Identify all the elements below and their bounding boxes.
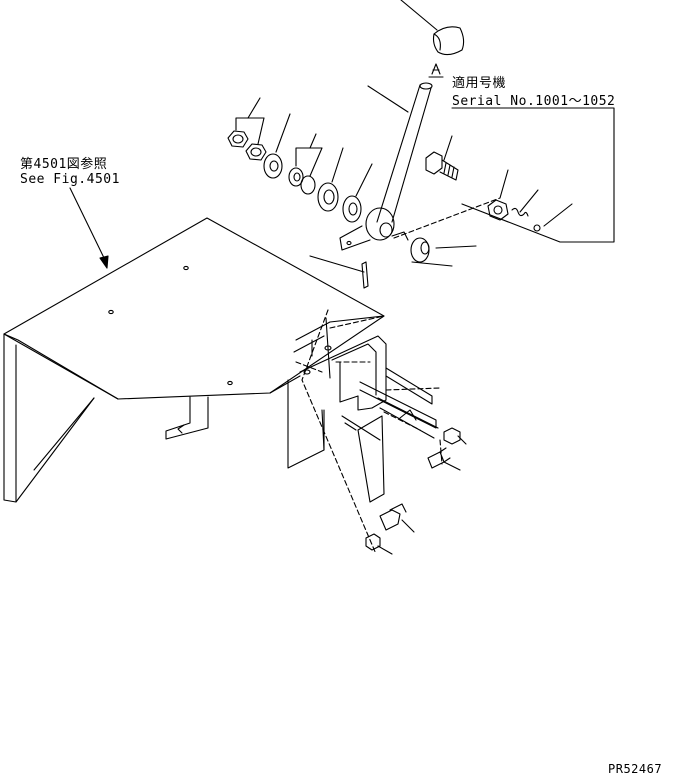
nut-spring-pin	[488, 200, 540, 231]
link-rods	[342, 368, 438, 440]
mounting-foot	[166, 397, 208, 439]
hardware-stack	[228, 131, 361, 222]
serial-bracket	[452, 108, 614, 242]
knob-icon	[401, 0, 464, 55]
serial-label-jp: 適用号機	[452, 76, 507, 91]
drawing-code: PR52467	[608, 762, 663, 776]
reference-label-en: See Fig.4501	[20, 172, 120, 187]
center-lines	[296, 198, 500, 554]
bolt-upper	[426, 152, 458, 180]
lever-stick	[340, 64, 443, 250]
bracket	[288, 316, 386, 502]
reference-arrow	[70, 188, 108, 268]
reference-label-jp: 第4501図参照	[20, 157, 108, 172]
serial-label-en: Serial No.1001～1052	[452, 94, 616, 109]
leader-lines	[236, 86, 572, 554]
lower-washer	[411, 238, 476, 266]
small-pin	[310, 256, 368, 288]
cover-plate	[4, 218, 384, 502]
